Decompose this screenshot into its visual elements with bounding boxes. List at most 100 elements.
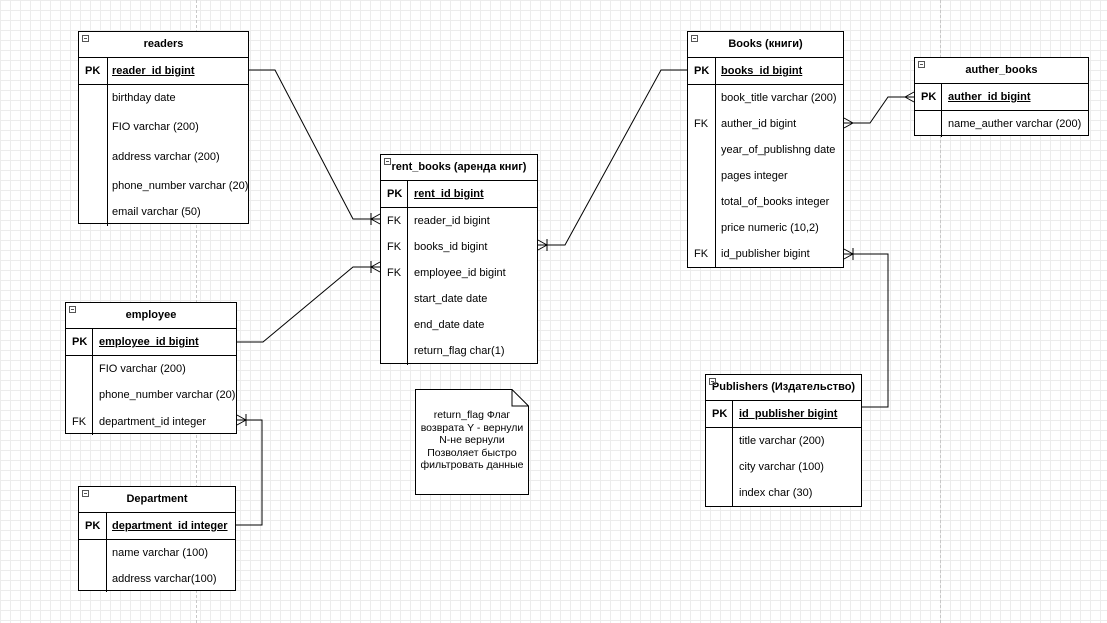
books-rent-relation[interactable]: [537, 69, 687, 251]
field-row: FIO varchar (200): [66, 356, 236, 382]
column-divider: [107, 142, 108, 173]
employee-rent-relation[interactable]: [237, 261, 381, 343]
field-row: FK reader_id bigint: [381, 208, 537, 234]
note-line: фильтровать данные: [420, 459, 524, 471]
collapse-toggle-icon[interactable]: [82, 490, 89, 497]
note-text: return_flag Флаг возврата Y - вернули N-…: [415, 409, 529, 472]
key-marker: PK: [85, 65, 101, 77]
key-marker: FK: [387, 215, 402, 227]
column-divider: [732, 454, 733, 480]
primary-key-field: auther_id bigint: [948, 91, 1031, 103]
field-row: address varchar (200): [79, 142, 248, 173]
field-name: return_flag char(1): [414, 345, 505, 357]
column-divider: [407, 208, 408, 234]
collapse-toggle-icon[interactable]: [384, 158, 391, 165]
column-divider: [107, 173, 108, 199]
column-divider: [107, 112, 108, 142]
entity-title: auther_books: [965, 64, 1038, 76]
primary-key-field: books_id bigint: [721, 65, 803, 77]
field-row: title varchar (200): [706, 428, 861, 454]
field-name: price numeric (10,2): [721, 222, 819, 234]
field-row: name_auther varchar (200): [915, 111, 1088, 137]
column-divider: [107, 85, 108, 112]
field-name: books_id bigint: [414, 241, 488, 253]
key-marker: FK: [72, 416, 87, 428]
primary-key-row: PK id_publisher bigint: [706, 401, 861, 428]
field-row: total_of_books integer: [688, 189, 843, 215]
column-divider: [106, 513, 107, 539]
entity-title: Publishers (Издательство): [711, 381, 856, 393]
department-employee-relation[interactable]: [236, 414, 263, 526]
primary-key-field: id_publisher bigint: [739, 408, 838, 420]
key-marker: PK: [387, 188, 403, 200]
entity-title: rent_books (аренда книг): [391, 161, 527, 173]
key-marker: PK: [712, 408, 728, 420]
auther-books-relation[interactable]: [843, 91, 915, 129]
field-name: name_auther varchar (200): [948, 118, 1082, 130]
key-marker: FK: [387, 267, 402, 279]
field-name: end_date date: [414, 319, 485, 331]
primary-key-field: employee_id bigint: [99, 336, 199, 348]
note-shape: [415, 389, 529, 495]
column-divider: [732, 480, 733, 507]
field-row: FK department_id integer: [66, 409, 236, 435]
field-row: birthday date: [79, 85, 248, 112]
field-row: phone_number varchar (20): [79, 173, 248, 199]
column-divider: [715, 215, 716, 241]
column-divider: [941, 84, 942, 110]
field-name: pages integer: [721, 170, 788, 182]
field-row: address varchar(100): [79, 566, 235, 592]
field-name: address varchar (200): [112, 151, 220, 163]
field-name: email varchar (50): [112, 206, 201, 218]
field-row: pages integer: [688, 163, 843, 189]
field-name: auther_id bigint: [721, 118, 797, 130]
note-line: return_flag Флаг: [433, 409, 511, 421]
key-marker: FK: [694, 118, 709, 130]
readers-rent-relation[interactable]: [249, 69, 381, 225]
column-divider: [407, 260, 408, 286]
field-name: department_id integer: [99, 416, 207, 428]
collapse-toggle-icon[interactable]: [69, 306, 76, 313]
field-name: FIO varchar (200): [99, 363, 186, 375]
column-divider: [715, 85, 716, 111]
entity-header: Department: [79, 487, 235, 513]
primary-key-field: rent_id bigint: [414, 188, 484, 200]
entity-title: readers: [143, 38, 184, 50]
field-row: FK auther_id bigint: [688, 111, 843, 137]
entity-header: readers: [79, 32, 248, 58]
field-name: id_publisher bigint: [721, 248, 810, 260]
collapse-toggle-icon[interactable]: [918, 61, 925, 68]
publisher-books-relation[interactable]: [843, 248, 889, 408]
field-name: reader_id bigint: [414, 215, 490, 227]
collapse-toggle-icon[interactable]: [82, 35, 89, 42]
field-row: FIO varchar (200): [79, 112, 248, 142]
rent-books-table[interactable]: rent_books (аренда книг) PK rent_id bigint…: [380, 154, 538, 365]
column-divider: [106, 566, 107, 592]
entity-title: Department: [126, 493, 188, 505]
field-row: start_date date: [381, 286, 537, 312]
entity-title: Books (книги): [728, 38, 803, 50]
collapse-toggle-icon[interactable]: [709, 378, 716, 385]
field-name: phone_number varchar (20): [99, 389, 236, 401]
column-divider: [107, 199, 108, 226]
column-divider: [715, 58, 716, 84]
column-divider: [732, 401, 733, 427]
column-divider: [715, 189, 716, 215]
field-row: city varchar (100): [706, 454, 861, 480]
column-divider: [407, 312, 408, 338]
collapse-toggle-icon[interactable]: [691, 35, 698, 42]
return-flag-note[interactable]: return_flag Флаг возврата Y - вернули N-…: [415, 389, 529, 495]
publishers-table[interactable]: Publishers (Издательство) PK id_publisher …: [705, 374, 862, 507]
